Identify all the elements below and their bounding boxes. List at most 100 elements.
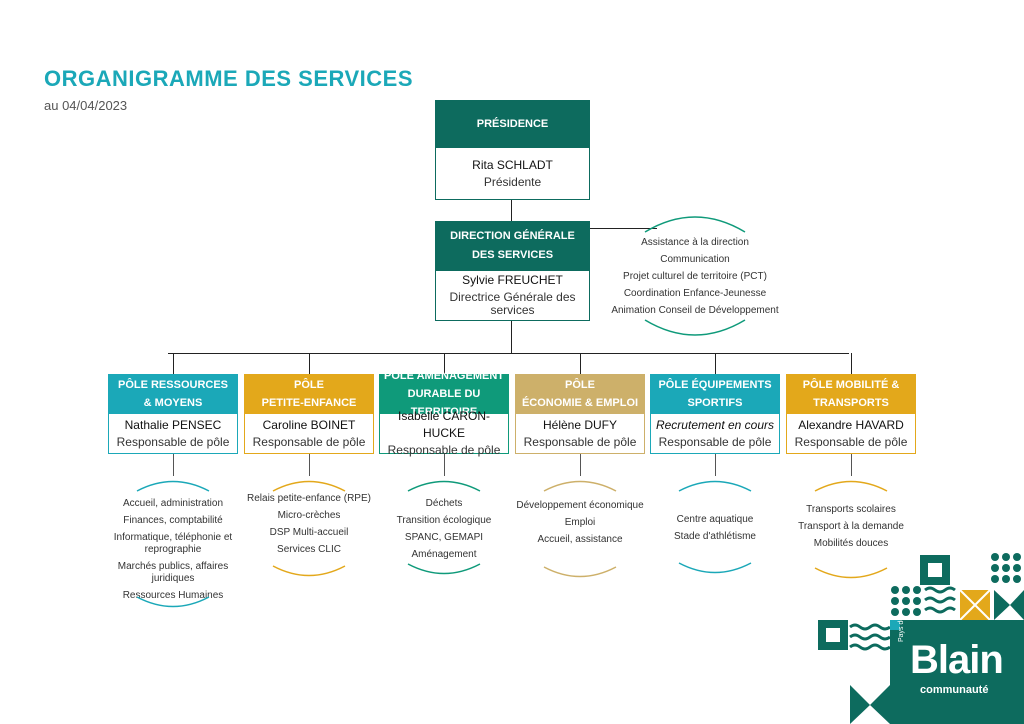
pole-heading-line1: PÔLE MOBILITÉ & — [802, 379, 900, 391]
pole-service-item: Centre aquatique — [676, 514, 754, 525]
pole-manager-name: Alexandre HAVARD — [798, 417, 904, 432]
pole-service-item: DSP Multi-accueil — [269, 527, 349, 538]
brand-pattern — [818, 553, 1024, 724]
dgs-services-arc-top — [644, 216, 746, 233]
pole-service-item: Marchés publics, affaires juridiques — [117, 561, 229, 584]
pole-heading-line2: ÉCONOMIE & EMPLOI — [521, 397, 639, 409]
pole-services-arc-bottom — [407, 563, 481, 575]
connector-pole-drop — [444, 353, 445, 375]
dgs-service-item: Communication — [660, 254, 730, 265]
dgs-role-line1: Directrice Générale des — [449, 290, 576, 304]
pole-services-arc-bottom — [543, 566, 617, 578]
pole-header: PÔLE RESSOURCES & MOYENS — [108, 374, 238, 414]
pole-services-arc-top — [678, 480, 752, 492]
connector-pole-services — [851, 454, 852, 476]
pole-body: Nathalie PENSEC Responsable de pôle — [108, 414, 238, 454]
pole-services-arc-top — [814, 480, 888, 492]
pole-service-item: Finances, comptabilité — [123, 515, 223, 526]
pole-heading-line2: TRANSPORTS — [813, 397, 889, 409]
pole-heading-line2: SPORTIFS — [687, 397, 743, 409]
pole-heading-line1: PÔLE RESSOURCES — [117, 379, 229, 391]
pole-body: Caroline BOINET Responsable de pôle — [244, 414, 374, 454]
pole-service-item: Accueil, assistance — [537, 534, 623, 545]
pole-service-item: Emploi — [564, 517, 596, 528]
pole-service-item: Relais petite-enfance (RPE) — [247, 493, 371, 504]
pole-manager-name: Isabelle CARON-HUCKE — [397, 409, 491, 440]
pole-heading-line1: PÔLE ÉQUIPEMENTS — [658, 379, 772, 391]
dgs-header: DIRECTION GÉNÉRALE DES SERVICES — [435, 221, 590, 271]
pole-services-arc-bottom — [678, 562, 752, 574]
pole-heading-line1: PÔLE — [294, 379, 324, 391]
pole-services-arc-bottom — [814, 567, 888, 579]
pole-manager-name: Caroline BOINET — [262, 417, 356, 432]
pole-service-item: Mobilités douces — [813, 538, 889, 549]
dgs-service-item: Animation Conseil de Développement — [611, 305, 779, 316]
presidence-name: Rita SCHLADT — [472, 157, 553, 172]
pole-manager-name: Nathalie PENSEC — [124, 417, 222, 432]
dgs-name: Sylvie FREUCHET — [462, 273, 563, 287]
pole-heading-line2: PETITE-ENFANCE — [261, 397, 357, 409]
pole-header: PÔLE ÉQUIPEMENTS SPORTIFS — [650, 374, 780, 414]
logo-sub: communauté — [920, 684, 989, 696]
pole-service-item: Informatique, téléphonie et reprographie — [113, 532, 233, 555]
connector-pole-services — [580, 454, 581, 476]
dgs-service-item: Projet culturel de territoire (PCT) — [623, 271, 767, 282]
page-date: au 04/04/2023 — [44, 98, 128, 113]
pole-heading-line1: PÔLE AMÉNAGEMENT — [384, 370, 504, 382]
connector-pole-drop — [309, 353, 310, 375]
connector-pole-services — [173, 454, 174, 476]
connector-pole-drop — [851, 353, 852, 375]
pole-heading-line1: PÔLE — [565, 379, 595, 391]
pole-services-arc-bottom — [136, 596, 210, 608]
pole-services-arc-top — [136, 480, 210, 492]
presidence-heading: PRÉSIDENCE — [476, 117, 549, 130]
pole-service-item: SPANC, GEMAPI — [404, 532, 484, 543]
connector-horizontal — [168, 353, 849, 354]
connector-pole-services — [309, 454, 310, 476]
connector-pole-drop — [715, 353, 716, 375]
pole-manager-role: Responsable de pôle — [523, 434, 637, 449]
page-title: ORGANIGRAMME DES SERVICES — [44, 66, 414, 91]
connector-pole-drop — [173, 353, 174, 375]
pole-manager-role: Responsable de pôle — [252, 434, 366, 449]
pole-service-item: Transport à la demande — [798, 521, 904, 532]
dgs-role-line2: services — [490, 303, 535, 317]
pole-header: PÔLE ÉCONOMIE & EMPLOI — [515, 374, 645, 414]
pole-service-item: Stade d'athlétisme — [674, 531, 756, 542]
connector-pole-services — [715, 454, 716, 476]
connector-dgs-services — [589, 228, 657, 229]
pole-services-arc-bottom — [272, 565, 346, 577]
logo-main: Blain — [910, 638, 1004, 682]
connector-pole-drop — [580, 353, 581, 375]
presidence-body: Rita SCHLADT Présidente — [435, 148, 590, 200]
pole-services-arc-top — [272, 480, 346, 492]
connector-dgs-poles — [511, 320, 512, 354]
pole-service-item: Développement économique — [516, 500, 644, 511]
pole-service-item: Déchets — [425, 498, 463, 509]
pole-service-item: Ressources Humaines — [122, 590, 224, 601]
dgs-heading-line1: DIRECTION GÉNÉRALE — [450, 230, 575, 242]
pole-service-item: Micro-crèches — [277, 510, 341, 521]
dgs-body: Sylvie FREUCHET Directrice Générale des … — [435, 271, 590, 321]
pole-header: PÔLE MOBILITÉ & TRANSPORTS — [786, 374, 916, 414]
pole-manager-role: Responsable de pôle — [387, 443, 501, 457]
pole-manager-name: Hélène DUFY — [542, 417, 618, 432]
pole-service-item: Accueil, administration — [122, 498, 224, 509]
presidence-role: Présidente — [483, 174, 542, 189]
pole-manager-role: Responsable de pôle — [116, 434, 230, 449]
dgs-services-list: Assistance à la direction Communication … — [605, 237, 785, 322]
pole-manager-name: Recrutement en cours — [655, 417, 775, 432]
dgs-heading-line2: DES SERVICES — [471, 249, 554, 261]
pole-manager-role: Responsable de pôle — [658, 434, 772, 449]
pole-header: PÔLE PETITE-ENFANCE — [244, 374, 374, 414]
pole-service-item: Aménagement — [411, 549, 477, 560]
connector-pole-services — [444, 454, 445, 476]
presidence-header: PRÉSIDENCE — [435, 100, 590, 148]
pole-heading-line2: & MOYENS — [143, 397, 203, 409]
